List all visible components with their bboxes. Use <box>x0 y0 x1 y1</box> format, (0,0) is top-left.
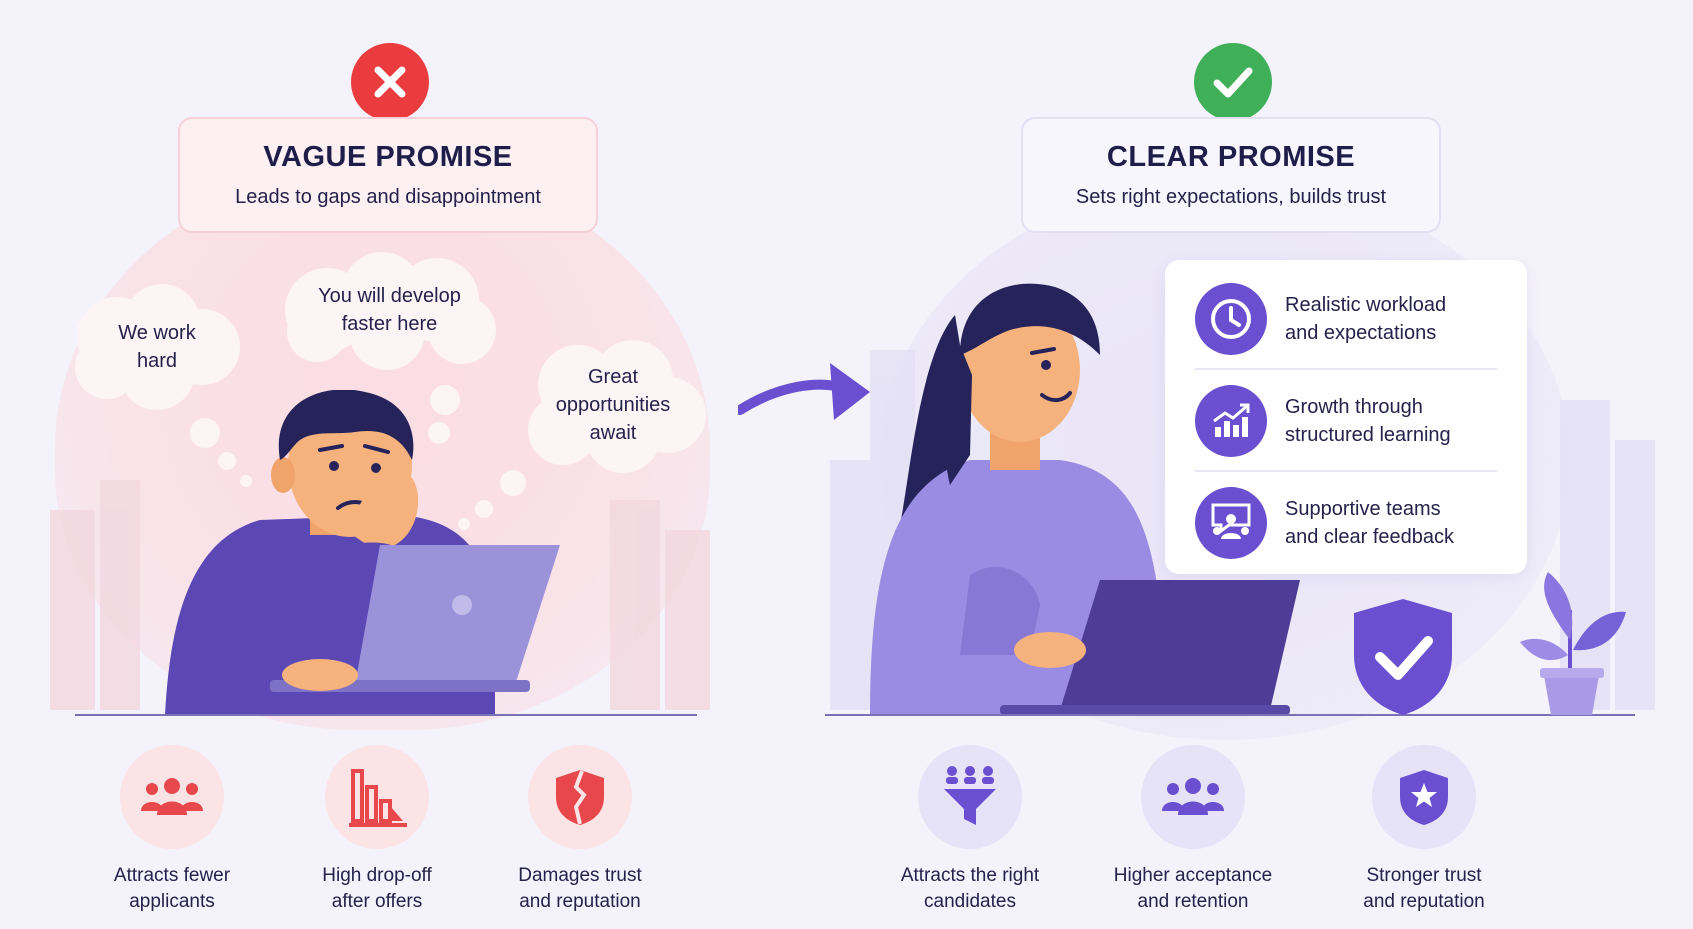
thought-dot <box>240 475 252 487</box>
feature-growth: Growth through structured learning <box>1195 384 1505 458</box>
thought-dot <box>500 470 526 496</box>
left-desk-line <box>75 714 697 716</box>
feature-1-line2: and expectations <box>1285 322 1437 344</box>
shield-check-icon <box>1354 599 1452 715</box>
x-icon <box>374 66 406 98</box>
feature-2-line1: Growth through <box>1285 396 1423 418</box>
feature-2-line2: structured learning <box>1285 424 1451 446</box>
people-icon <box>141 778 203 815</box>
feature-realistic-workload: Realistic workload and expectations <box>1195 282 1505 356</box>
stat-r1-line2: candidates <box>924 891 1016 912</box>
clear-promise-subtitle: Sets right expectations, builds trust <box>1075 186 1387 208</box>
thought-bubble-1: We work hard <box>67 282 247 412</box>
thought-bubble-2: You will develop faster here <box>272 250 507 370</box>
funnel-people-icon <box>944 766 996 825</box>
thought-dot <box>475 500 493 518</box>
growth-chart-icon <box>1213 403 1250 437</box>
features-panel: Realistic workload and expectations Growt… <box>1165 260 1527 574</box>
clear-badge <box>1194 43 1272 121</box>
feature-3-line2: and clear feedback <box>1285 526 1455 548</box>
thought-dot <box>428 422 450 444</box>
thought-3-line2: opportunities <box>555 394 671 416</box>
thought-2-line2: faster here <box>341 313 438 335</box>
vague-promise-card: VAGUE PROMISE Leads to gaps and disappoi… <box>178 117 598 233</box>
clear-promise-title: CLEAR PROMISE <box>1106 141 1356 173</box>
vague-promise-subtitle: Leads to gaps and disappointment <box>235 186 541 208</box>
stat-stronger-trust: Stronger trust and reputation <box>1324 745 1524 915</box>
stat-l2-line2: after offers <box>331 891 423 912</box>
stat-l2-line1: High drop-off <box>322 865 432 886</box>
declining-bar-chart-icon <box>349 769 407 827</box>
stat-damages-trust: Damages trust and reputation <box>480 745 680 915</box>
feature-divider <box>1195 368 1497 370</box>
stat-l1-line1: Attracts fewer <box>113 865 231 886</box>
worried-man-illustration <box>165 390 560 715</box>
feature-3-line1: Supportive teams <box>1285 498 1441 520</box>
thought-1-line1: We work <box>118 322 196 344</box>
stat-r2-line1: Higher acceptance <box>1113 865 1273 886</box>
thought-3-line3: await <box>589 422 637 444</box>
stat-high-dropoff: High drop-off after offers <box>277 745 477 915</box>
thought-2-line1: You will develop <box>318 285 461 307</box>
stat-l3-line1: Damages trust <box>518 865 642 886</box>
stat-l3-line2: and reputation <box>519 891 641 912</box>
clear-promise-card: CLEAR PROMISE Sets right expectations, b… <box>1021 117 1441 233</box>
thought-bubble-3: Great opportunities await <box>518 335 708 475</box>
arrow-right-icon <box>738 363 870 420</box>
stat-higher-acceptance: Higher acceptance and retention <box>1093 745 1293 915</box>
stat-right-candidates: Attracts the right candidates <box>870 745 1070 915</box>
thought-dot <box>190 418 220 448</box>
thought-dot <box>458 518 470 530</box>
thought-dot <box>430 385 460 415</box>
broken-shield-icon <box>556 770 604 825</box>
people-icon <box>1162 778 1224 815</box>
vague-promise-title: VAGUE PROMISE <box>263 141 513 173</box>
feature-divider <box>1195 470 1497 472</box>
stat-r3-line2: and reputation <box>1363 891 1485 912</box>
thought-1-line2: hard <box>136 350 177 372</box>
stat-r3-line1: Stronger trust <box>1366 865 1482 886</box>
clock-icon <box>1211 299 1251 339</box>
right-desk-line <box>825 714 1635 716</box>
vague-badge <box>351 43 429 121</box>
thought-3-line1: Great <box>587 366 639 388</box>
plant-icon <box>1520 572 1626 715</box>
left-city-silhouette <box>50 480 710 710</box>
stat-l1-line2: applicants <box>129 891 215 912</box>
stat-r1-line1: Attracts the right <box>900 865 1040 886</box>
confident-woman-illustration <box>870 283 1300 715</box>
stat-fewer-applicants: Attracts fewer applicants <box>72 745 272 915</box>
check-icon <box>1213 67 1253 98</box>
team-chat-icon <box>1211 503 1251 539</box>
star-shield-icon <box>1400 770 1448 825</box>
thought-dot <box>218 452 236 470</box>
stat-r2-line2: and retention <box>1137 891 1249 912</box>
feature-supportive-teams: Supportive teams and clear feedback <box>1195 486 1505 560</box>
feature-1-line1: Realistic workload <box>1285 294 1447 316</box>
